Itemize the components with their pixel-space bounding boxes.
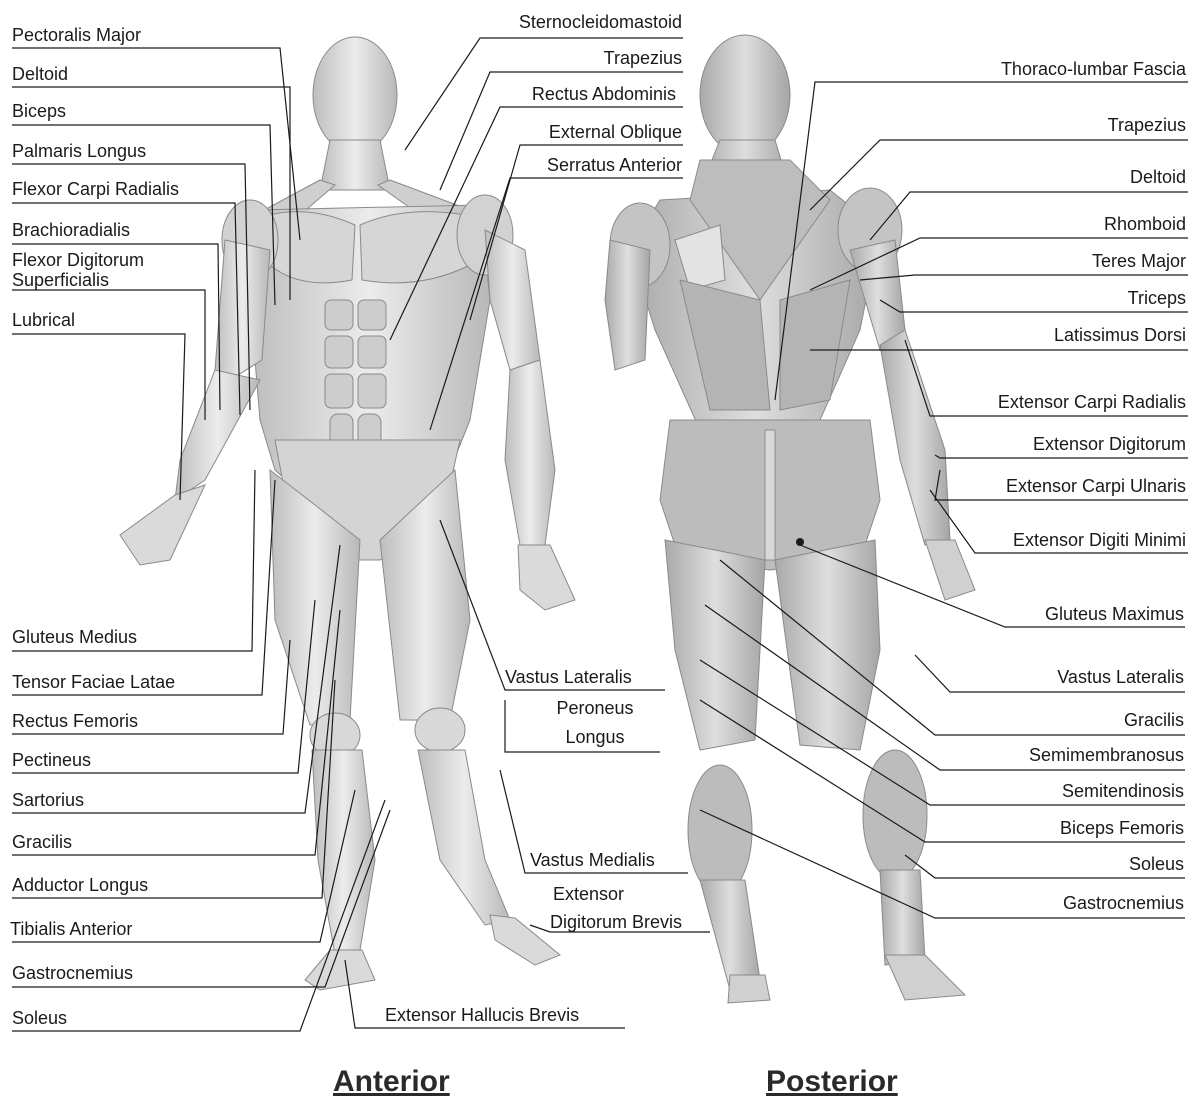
- label-peroneus-2: Longus: [555, 727, 635, 747]
- label-tibialis-anterior: Tibialis Anterior: [10, 919, 132, 939]
- label-extensor-carpi-ulnaris: Extensor Carpi Ulnaris: [1006, 476, 1186, 496]
- anterior-figure: [120, 37, 575, 990]
- label-extensor-digitorum: Extensor Digitorum: [1033, 434, 1186, 454]
- label-vastus-medialis: Vastus Medialis: [530, 850, 655, 870]
- posterior-arm-right: [880, 330, 950, 545]
- label-trapezius-anterior: Trapezius: [604, 48, 682, 68]
- label-gastrocnemius-posterior: Gastrocnemius: [1063, 893, 1184, 913]
- label-extensor-digitorum-brevis-1: Extensor: [553, 884, 624, 904]
- posterior-figure: [605, 35, 975, 1003]
- label-gracilis-posterior: Gracilis: [1124, 710, 1184, 730]
- label-gracilis-anterior: Gracilis: [12, 832, 72, 852]
- label-sartorius: Sartorius: [12, 790, 84, 810]
- label-adductor-longus: Adductor Longus: [12, 875, 148, 895]
- label-teres-major: Teres Major: [1092, 251, 1186, 271]
- label-vastus-lateralis-posterior: Vastus Lateralis: [1057, 667, 1184, 687]
- label-lubrical: Lubrical: [12, 310, 75, 330]
- label-peroneus-1: Peroneus: [555, 698, 635, 718]
- label-latissimus-dorsi: Latissimus Dorsi: [1054, 325, 1186, 345]
- label-semitendinosis: Semitendinosis: [1062, 781, 1184, 801]
- label-deltoid-posterior: Deltoid: [1130, 167, 1186, 187]
- anterior-neck: [320, 140, 390, 190]
- label-rectus-abdominis: Rectus Abdominis: [532, 84, 676, 104]
- posterior-thigh-left: [665, 540, 765, 750]
- label-rhomboid: Rhomboid: [1104, 214, 1186, 234]
- label-pectoralis-major: Pectoralis Major: [12, 25, 141, 45]
- anterior-arm-right: [485, 230, 540, 370]
- posterior-head: [700, 35, 790, 155]
- label-gastrocnemius-anterior: Gastrocnemius: [12, 963, 133, 983]
- anterior-shin-right: [418, 750, 510, 925]
- label-soleus-posterior: Soleus: [1129, 854, 1184, 874]
- label-flexor-digitorum-2: Superficialis: [12, 270, 109, 290]
- label-trapezius-posterior: Trapezius: [1108, 115, 1186, 135]
- posterior-title: Posterior: [766, 1065, 898, 1099]
- posterior-thigh-right: [775, 540, 880, 750]
- label-triceps: Triceps: [1128, 288, 1186, 308]
- label-extensor-digiti-minimi: Extensor Digiti Minimi: [1013, 530, 1186, 550]
- label-external-oblique: External Oblique: [549, 122, 682, 142]
- label-pectineus: Pectineus: [12, 750, 91, 770]
- label-extensor-hallucis-brevis: Extensor Hallucis Brevis: [385, 1005, 579, 1025]
- label-gluteus-medius: Gluteus Medius: [12, 627, 137, 647]
- anterior-arm-left: [215, 240, 270, 380]
- label-extensor-digitorum-brevis-2: Digitorum Brevis: [550, 912, 682, 932]
- label-thoraco-lumbar-fascia: Thoraco-lumbar Fascia: [1001, 59, 1186, 79]
- label-tensor-faciae-latae: Tensor Faciae Latae: [12, 672, 175, 692]
- label-sternocleidomastoid: Sternocleidomastoid: [519, 12, 682, 32]
- label-semimembranosus: Semimembranosus: [1029, 745, 1184, 765]
- label-flexor-carpi-radialis: Flexor Carpi Radialis: [12, 179, 179, 199]
- label-extensor-carpi-radialis: Extensor Carpi Radialis: [998, 392, 1186, 412]
- label-rectus-femoris: Rectus Femoris: [12, 711, 138, 731]
- label-serratus-anterior: Serratus Anterior: [547, 155, 682, 175]
- label-biceps-femoris: Biceps Femoris: [1060, 818, 1184, 838]
- label-deltoid-anterior: Deltoid: [12, 64, 68, 84]
- label-palmaris-longus: Palmaris Longus: [12, 141, 146, 161]
- label-biceps: Biceps: [12, 101, 66, 121]
- label-brachioradialis: Brachioradialis: [12, 220, 130, 240]
- label-soleus-anterior: Soleus: [12, 1008, 67, 1028]
- posterior-arm-left: [605, 240, 650, 370]
- label-flexor-digitorum-1: Flexor Digitorum: [12, 250, 144, 270]
- label-vastus-lateralis-anterior: Vastus Lateralis: [505, 667, 632, 687]
- anterior-title: Anterior: [333, 1065, 450, 1099]
- label-gluteus-maximus: Gluteus Maximus: [1045, 604, 1184, 624]
- anterior-head: [313, 37, 397, 153]
